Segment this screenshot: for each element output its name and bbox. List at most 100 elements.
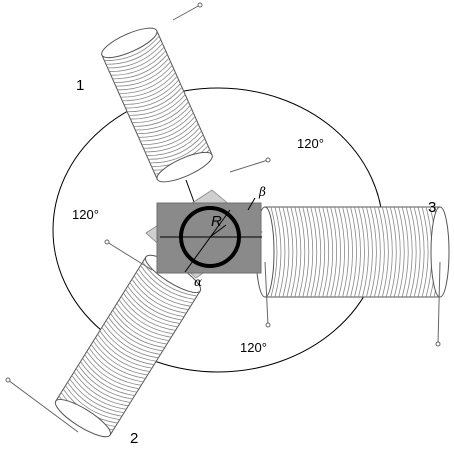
coil-winding-turn: [141, 119, 197, 146]
coil-winding-turn: [389, 206, 397, 298]
coil-winding-turn: [140, 116, 196, 142]
coil-winding-turn: [143, 123, 199, 149]
coil-winding-turn: [377, 206, 385, 298]
coil-winding-turn: [101, 327, 157, 362]
coil-winding-turn: [80, 361, 135, 396]
coil-winding-turn: [127, 87, 183, 113]
coil-winding-turn: [105, 320, 161, 355]
coil-winding-turn: [146, 130, 202, 156]
coil-label-1: 1: [76, 77, 84, 94]
coil-winding-turn: [108, 316, 163, 352]
coil-label-2: 2: [130, 430, 138, 447]
coil-winding-turn: [417, 206, 425, 298]
coil-winding-turn: [278, 206, 286, 298]
coil-winding-turn: [90, 344, 146, 379]
coil-winding-turn: [148, 134, 204, 160]
coil-2: [54, 254, 202, 438]
coil-1-lead-bottom: [229, 159, 269, 173]
coil-2-terminal-bottom: [5, 377, 11, 383]
coil-winding-turn: [136, 108, 193, 135]
coil-winding-turn: [131, 279, 187, 314]
coil-winding-turn: [71, 375, 127, 410]
coil-winding-turn: [358, 206, 365, 298]
coil-3-terminal-left: [265, 322, 271, 328]
coil-winding-turn: [93, 340, 148, 376]
coil-winding-turn: [78, 364, 133, 400]
center-block: [156, 202, 262, 274]
coil-winding-turn: [338, 206, 345, 298]
coil-winding-turn: [310, 206, 318, 298]
coil-winding-turn: [138, 268, 193, 304]
coil-winding-turn: [109, 46, 165, 72]
coil-winding-turn: [397, 206, 405, 298]
coil-winding-turn: [118, 299, 174, 335]
coil-winding-turn: [112, 309, 167, 345]
coil-winding-turn: [366, 206, 373, 298]
coil-3-lead-left: [264, 261, 269, 326]
angle-label-top-right: 120°: [297, 136, 324, 151]
coil-winding-turn: [373, 206, 381, 298]
coil-winding-turn: [135, 105, 191, 131]
coil-winding-turn: [103, 323, 159, 359]
coil-label-3: 3: [428, 199, 436, 216]
coil-winding-turn: [123, 292, 178, 328]
coil-winding-turn: [270, 206, 278, 298]
coil-winding-turn: [125, 83, 181, 109]
coil-winding-turn: [129, 282, 185, 318]
coil-winding-turn: [120, 296, 176, 331]
coil-winding-turn: [65, 385, 120, 421]
coil-winding-turn: [370, 206, 377, 298]
coil-winding-turn: [117, 65, 173, 91]
coil-winding-turn: [362, 206, 369, 298]
coil-1: [101, 27, 213, 183]
coil-winding-turn: [393, 206, 401, 298]
coil-winding-turn: [413, 206, 421, 298]
coil-winding-turn: [282, 206, 290, 298]
coil-winding-turn: [105, 39, 162, 65]
coil-winding-turn: [110, 50, 166, 76]
coil-3: [255, 206, 450, 298]
alpha-label: α: [194, 275, 202, 289]
coil-winding-turn: [306, 206, 314, 298]
coil-winding-turn: [290, 206, 298, 298]
coil-winding-turn: [127, 285, 183, 321]
coil-winding-turn: [135, 272, 191, 307]
coil-2-lead-top: [106, 241, 153, 271]
coil-winding-turn: [421, 206, 429, 298]
coil-winding-turn: [140, 265, 195, 300]
beta-pointer: [247, 197, 256, 211]
coil-winding-turn: [318, 206, 326, 298]
coil-winding-turn: [123, 79, 180, 105]
coil-winding-turn: [354, 206, 361, 298]
coil-winding-turn: [69, 378, 125, 414]
coil-winding-turn: [133, 275, 189, 311]
coil-winding-turn: [346, 206, 353, 298]
coil-winding-turn: [142, 261, 198, 297]
beta-label: β: [258, 185, 266, 199]
coil-winding-turn: [294, 206, 302, 298]
coil-winding-turn: [149, 138, 206, 164]
angle-label-bottom: 120°: [240, 340, 267, 355]
coil-winding-turn: [330, 206, 338, 298]
coil-1-terminal-top: [197, 2, 203, 8]
coil-winding-turn: [67, 382, 122, 417]
coil-2-terminal-top: [104, 239, 110, 245]
coil-winding-turn: [401, 206, 409, 298]
coil-winding-turn: [110, 313, 165, 348]
coil-1-terminal-bottom: [265, 157, 271, 163]
coil-winding-turn: [99, 330, 155, 366]
coil-winding-turn: [385, 206, 393, 298]
coil-winding-turn: [114, 57, 170, 83]
coil-winding-turn: [75, 368, 131, 403]
center-label-r: R: [211, 213, 222, 230]
coil-winding-turn: [97, 333, 152, 369]
coil-3-terminal-right: [435, 341, 441, 347]
coil-winding-turn: [132, 98, 188, 124]
coil-winding-turn: [122, 76, 178, 102]
coil-winding-turn: [88, 347, 144, 383]
coil-winding-turn: [73, 371, 129, 407]
coil-winding-turn: [145, 127, 201, 153]
coil-winding-turn: [130, 94, 186, 120]
coil-winding-turn: [409, 206, 417, 298]
coil-winding-turn: [314, 206, 322, 298]
